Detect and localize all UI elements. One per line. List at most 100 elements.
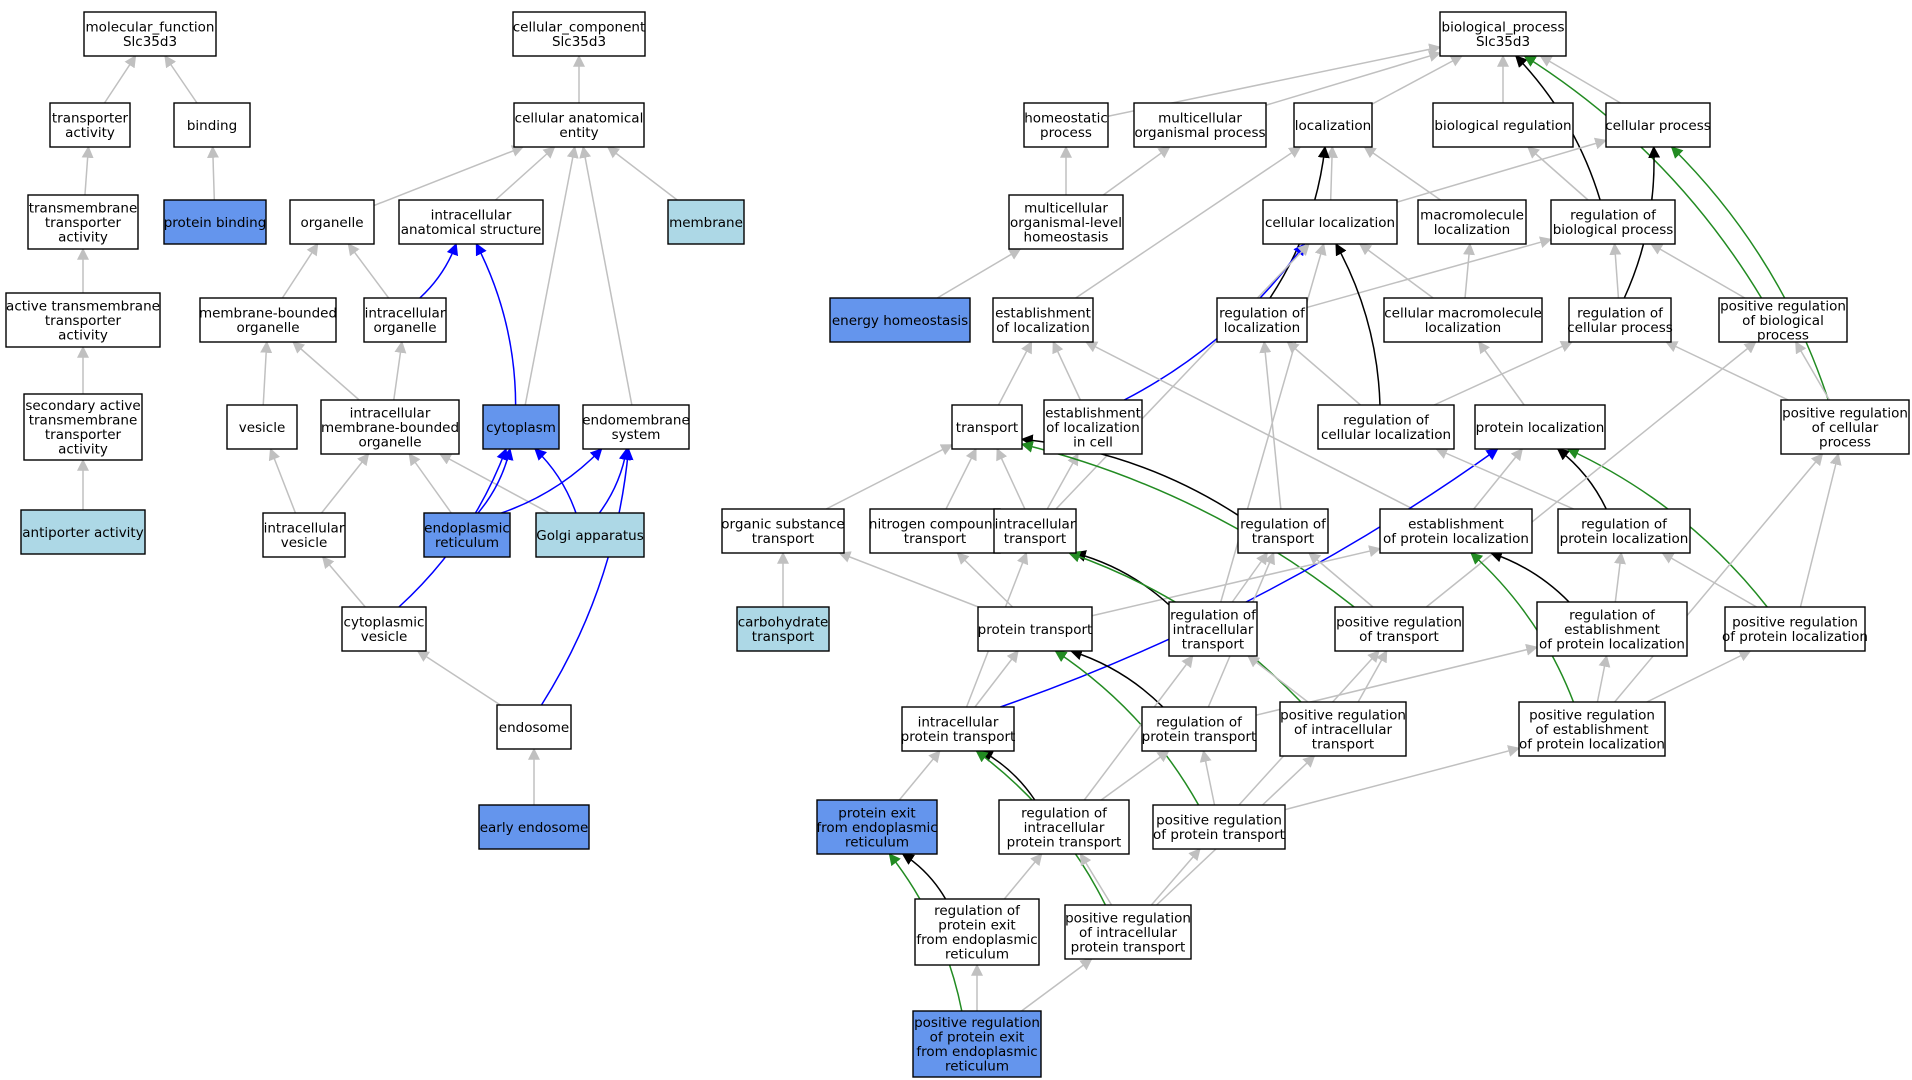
edge-regulates-reg_prot_exit_er-to-prot_exit_er [901,853,947,900]
node-label-line: in cell [1073,434,1113,450]
node-label-line: positive regulation [1782,405,1908,421]
node-box [582,404,690,450]
node-label-line: process [1819,434,1871,450]
edge-is-a-imbo-to-io [393,340,407,401]
node-label-line: active transmembrane [6,298,160,314]
node-box [320,399,460,455]
node-label-line: of intracellular [1079,925,1178,941]
node-label-line: from endoplasmic [916,1044,1037,1060]
node-label-line: transport [752,531,814,547]
node-label-line: membrane-bounded [321,420,459,436]
node-label-line: cellular process [1567,320,1673,336]
node-box [262,512,346,558]
node-box [1043,399,1143,455]
edge-regulates-reg_prot_transport-to-protein_transport [1069,648,1164,708]
edge-is-a-pos_reg_bio-to-reg_bio [1650,243,1746,299]
node-label-line: activity [58,229,108,245]
node-label-line: establishment [1045,405,1141,421]
node-box [1317,404,1455,450]
node-label-line: multicellular [1158,111,1242,127]
go-term-node-protein-transport: protein transport [977,606,1093,652]
node-label-line: molecular_function [86,20,215,36]
edge-is-a-cell_process-to-bp [1539,55,1621,104]
node-label-line: reticulum [945,947,1009,963]
node-box [226,404,298,450]
edge-is-a-reg_prot_exit_er-to-reg_intra_prot_transport [1003,853,1043,900]
edge-is-a-io-to-organelle [347,243,390,299]
node-label-line: organelle [300,215,363,231]
edge-is-a-reg_intra_prot_transport-to-reg_intra_transport [1083,655,1194,801]
node-box [1557,508,1691,554]
node-box [1474,404,1606,450]
node-label-line: multicellular [1024,200,1108,216]
edge-part-of-er-to-endomembrane [501,448,603,514]
node-label-line: of transport [1359,629,1439,645]
edge-is-a-pos_reg_estab_prot_loc-to-pos_reg_cell_proc [1614,453,1824,703]
node-label-line: endoplasmic [424,521,510,537]
edge-is-a-pos_reg_estab_prot_loc-to-pos_reg_prot_loc [1646,650,1752,703]
edge-is-a-estab_prot_loc-to-estab_loc [1084,341,1414,510]
edge-is-a-reg_bio-to-bio_reg [1527,146,1589,201]
edge-is-a-er-to-imbo [408,453,452,514]
edge-is-a-pos_reg_estab_prot_loc-to-reg_estab_prot_loc [1596,654,1611,703]
edge-is-a-pos_reg_prot_transport-to-pos_reg_estab_prot_loc [1284,745,1521,811]
edge-is-a-cvesicle-to-ivesicle [321,556,366,608]
node-label-line: entity [559,125,598,141]
node-label-line: process [1040,125,1092,141]
edge-is-a-organelle-to-cae [373,145,525,207]
node-box [173,102,251,148]
node-box [1133,102,1267,148]
node-label-line: of protein localization [1722,629,1868,645]
node-label-line: transport [1004,531,1066,547]
node-layer: molecular_functionSlc35d3transporteracti… [5,11,1910,1078]
edge-is-a-ivesicle-to-vesicle [268,447,297,514]
node-label-line: protein localization [1476,420,1605,436]
edge-is-a-pos_reg_cell_proc-to-reg_cell_proc [1665,341,1789,401]
node-label-line: antiporter activity [22,525,143,541]
node-label-line: activity [65,125,115,141]
node-box [20,509,146,555]
go-term-node-membrane: membrane [667,199,745,245]
node-box [398,199,544,245]
edge-is-a-tm_transporter-to-transporter_activity [81,145,94,196]
node-box [1293,102,1373,148]
node-label-line: biological process [1553,222,1674,238]
node-label-line: protein transport [978,622,1093,638]
node-label-line: homeostatic [1024,111,1108,127]
node-label-line: of localization [996,320,1090,336]
go-term-node-golgi: Golgi apparatus [535,512,645,558]
node-label-line: protein binding [164,215,267,231]
edge-is-a-reg_estab_prot_loc-to-reg_prot_loc [1614,551,1626,603]
node-box [721,508,845,554]
edge-is-a-estab_prot_loc-to-protein_loc [1473,448,1523,510]
node-box [998,799,1130,855]
node-label-line: protein exit [938,918,1015,934]
node-label-line: activity [58,327,108,343]
node-box [49,102,131,148]
node-label-line: transport [1252,531,1314,547]
node-box [1168,601,1258,657]
edge-regulates-reg_intra_transport-to-intracellular_transport [1073,550,1170,606]
node-box [1439,11,1567,57]
edge-is-a-cell_loc-to-cell_process [1396,137,1608,203]
node-label-line: Slc35d3 [552,34,606,50]
node-box [163,199,267,245]
edge-is-a-protein_transport-to-estab_prot_loc [1091,545,1382,617]
